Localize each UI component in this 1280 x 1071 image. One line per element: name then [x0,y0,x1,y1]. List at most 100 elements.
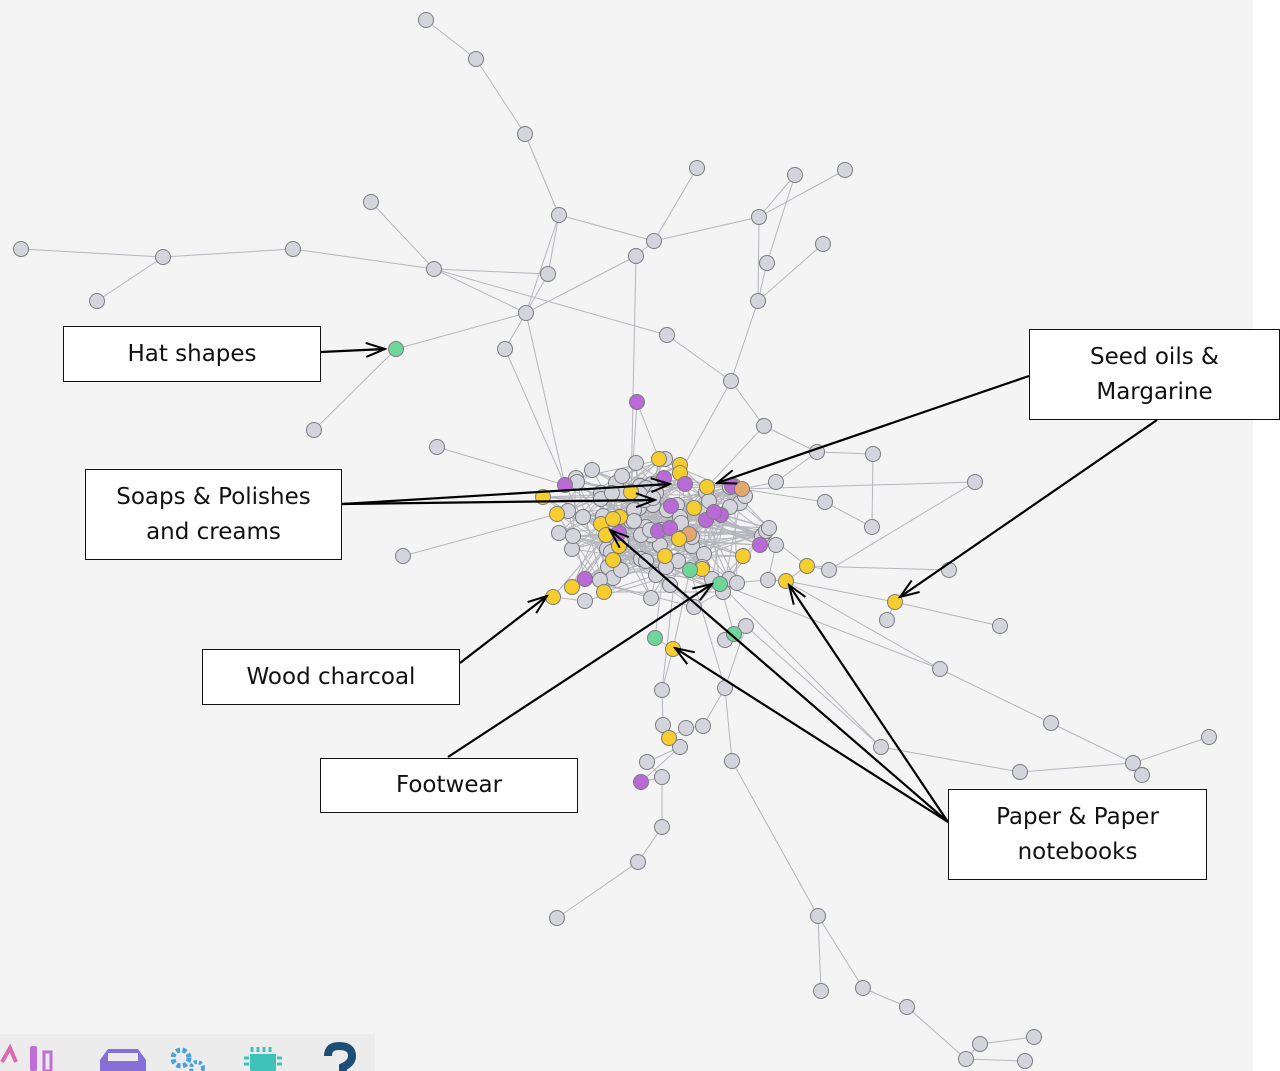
network-node[interactable] [873,739,889,755]
network-node[interactable] [677,476,693,492]
chip-icon[interactable] [244,1047,282,1071]
network-node[interactable] [363,194,379,210]
network-node[interactable] [759,255,775,271]
network-node[interactable] [577,571,593,587]
network-node[interactable] [517,126,533,142]
network-node[interactable] [651,451,667,467]
network-node[interactable] [13,241,29,257]
network-node[interactable] [813,983,829,999]
network-node[interactable] [706,504,722,520]
network-node[interactable] [958,1051,974,1067]
network-node[interactable] [551,207,567,223]
network-node[interactable] [768,474,784,490]
network-node[interactable] [518,305,534,321]
network-node[interactable] [1017,1053,1033,1069]
network-node[interactable] [1125,755,1141,771]
network-node[interactable] [596,584,612,600]
network-node[interactable] [787,167,803,183]
network-node[interactable] [756,418,772,434]
network-node[interactable] [614,468,630,484]
network-node[interactable] [1043,715,1059,731]
network-node[interactable] [1201,729,1217,745]
network-node[interactable] [662,520,678,536]
network-node[interactable] [689,160,705,176]
network-node[interactable] [751,209,767,225]
network-node[interactable] [497,341,513,357]
network-node[interactable] [682,562,698,578]
network-node[interactable] [1026,1029,1042,1045]
network-node[interactable] [696,546,712,562]
network-node[interactable] [1134,767,1150,783]
network-node[interactable] [752,537,768,553]
network-node[interactable] [657,548,673,564]
network-node[interactable] [821,562,837,578]
network-node[interactable] [540,266,556,282]
network-node[interactable] [778,573,794,589]
network-node[interactable] [865,446,881,462]
car-icon[interactable] [100,1049,146,1071]
network-node[interactable] [678,720,694,736]
network-node[interactable] [699,479,715,495]
network-node[interactable] [768,537,784,553]
network-node[interactable] [661,730,677,746]
chemistry-icon[interactable] [0,1043,53,1071]
network-node[interactable] [899,999,915,1015]
gears-icon[interactable] [170,1047,205,1071]
network-node[interactable] [738,618,754,634]
network-node[interactable] [426,261,442,277]
network-node[interactable] [817,494,833,510]
network-node[interactable] [395,548,411,564]
network-node[interactable] [972,1036,988,1052]
network-node[interactable] [89,293,105,309]
network-node[interactable] [712,576,728,592]
network-node[interactable] [577,593,593,609]
network-node[interactable] [735,548,751,564]
network-node[interactable] [549,910,565,926]
network-node[interactable] [750,293,766,309]
network-node[interactable] [734,481,750,497]
network-node[interactable] [663,498,679,514]
network-node[interactable] [557,477,573,493]
network-node[interactable] [761,520,777,536]
network-node[interactable] [639,754,655,770]
network-node[interactable] [285,241,301,257]
network-node[interactable] [967,474,983,490]
network-node[interactable] [837,162,853,178]
network-node[interactable] [646,233,662,249]
network-node[interactable] [879,612,895,628]
network-node[interactable] [659,327,675,343]
network-node[interactable] [155,249,171,265]
network-node[interactable] [584,462,600,478]
network-node[interactable] [629,394,645,410]
network-node[interactable] [729,575,745,591]
network-node[interactable] [628,248,644,264]
network-node[interactable] [855,980,871,996]
network-node[interactable] [575,509,591,525]
network-node[interactable] [605,552,621,568]
network-node[interactable] [799,558,815,574]
network-node[interactable] [810,908,826,924]
network-node[interactable] [654,682,670,698]
network-node[interactable] [628,455,644,471]
network-node[interactable] [672,739,688,755]
network-node[interactable] [645,490,661,506]
network-node[interactable] [1012,764,1028,780]
network-node[interactable] [686,500,702,516]
network-node[interactable] [306,422,322,438]
network-node[interactable] [760,572,776,588]
network-node[interactable] [633,774,649,790]
network-node[interactable] [549,506,565,522]
network-node[interactable] [654,819,670,835]
network-node[interactable] [429,439,445,455]
network-node[interactable] [695,718,711,734]
network-node[interactable] [655,717,671,733]
network-node[interactable] [564,579,580,595]
network-node[interactable] [864,519,880,535]
network-node[interactable] [941,562,957,578]
network-node[interactable] [630,854,646,870]
network-node[interactable] [671,531,687,547]
network-node[interactable] [565,528,581,544]
network-node[interactable] [388,341,404,357]
network-node[interactable] [551,525,567,541]
network-node[interactable] [662,577,678,593]
